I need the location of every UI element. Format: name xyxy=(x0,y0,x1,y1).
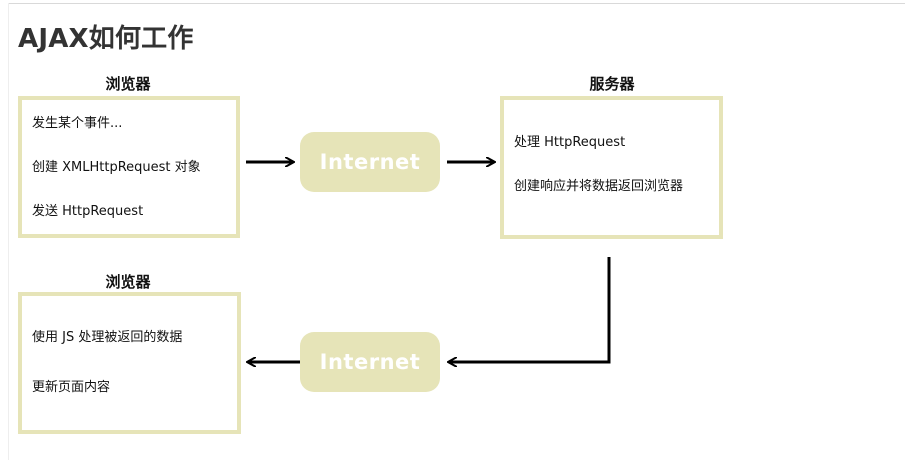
server-title: 服务器 xyxy=(589,75,635,93)
browser-bottom-box: 使用 JS 处理被返回的数据 更新页面内容 xyxy=(18,292,241,434)
left-divider xyxy=(8,3,9,460)
browser-bottom-title: 浏览器 xyxy=(105,273,151,291)
browser-top-line-1: 发生某个事件... xyxy=(32,116,123,131)
browser-bottom-line-2: 更新页面内容 xyxy=(32,380,111,395)
browser-top-box: 发生某个事件... 创建 XMLHttpRequest 对象 发送 HttpRe… xyxy=(18,96,240,238)
internet-top-node: Internet xyxy=(300,132,440,192)
browser-top-line-2: 创建 XMLHttpRequest 对象 xyxy=(32,160,201,175)
internet-bottom-node: Internet xyxy=(300,332,440,392)
browser-bottom-line-1: 使用 JS 处理被返回的数据 xyxy=(32,330,183,345)
top-divider xyxy=(8,3,905,4)
page-title: AJAX如何工作 xyxy=(18,24,194,54)
arrow-server-to-internet xyxy=(449,257,611,362)
browser-top-title: 浏览器 xyxy=(105,75,151,93)
browser-top-line-3: 发送 HttpRequest xyxy=(32,204,144,219)
server-box: 处理 HttpRequest 创建响应并将数据返回浏览器 xyxy=(500,96,723,239)
server-line-2: 创建响应并将数据返回浏览器 xyxy=(514,179,684,194)
server-line-1: 处理 HttpRequest xyxy=(514,135,626,150)
